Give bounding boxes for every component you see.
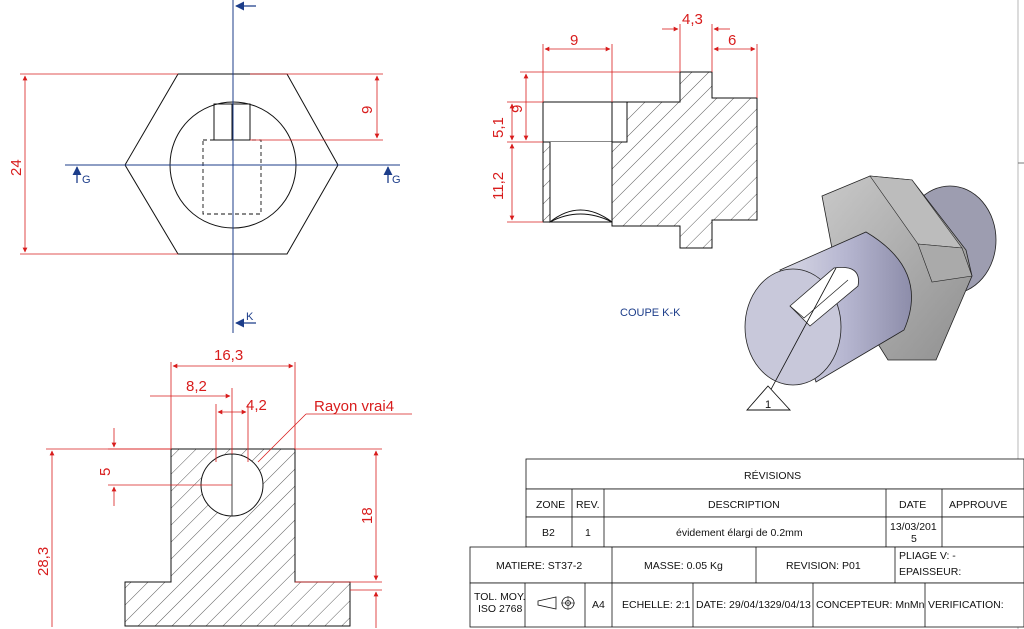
dim-8-2: 8,2 (186, 378, 207, 395)
iso-view: 1 (744, 175, 997, 411)
tb-verification: VERIFICATION: (928, 599, 1004, 611)
section-marker-k: K (246, 311, 254, 323)
tb-revision: REVISION: P01 (786, 560, 861, 572)
tb-format: A4 (592, 599, 605, 611)
rev-date-1: 13/03/201 (890, 521, 937, 533)
dim-9-top: 9 (359, 106, 376, 114)
rev-header-zone: ZONE (536, 499, 565, 511)
bottom-hatch-body (124, 448, 351, 627)
rev-description: évidement élargi de 0.2mm (676, 527, 803, 539)
dim-4-2: 4,2 (246, 397, 267, 414)
top-hidden-bore (202, 139, 262, 215)
section-view: 9 4,3 6 9 5,1 11,2 COUPE K-K (490, 11, 758, 319)
tb-concepteur: CONCEPTEUR: MnMn (816, 599, 925, 611)
section-caption: COUPE K-K (620, 307, 681, 319)
dim-9-section-v: 9 (509, 105, 526, 113)
section-hatch-body (611, 71, 758, 249)
note-rayon: Rayon vrai4 (314, 398, 394, 415)
dim-18: 18 (359, 507, 376, 524)
rev-header-rev: REV. (576, 499, 600, 511)
rev-header-approuve: APPROUVE (949, 499, 1007, 511)
tb-date: DATE: 29/04/1329/04/13 (696, 599, 811, 611)
dim-9-section: 9 (570, 32, 578, 49)
section-marker-g-left: G (82, 174, 91, 186)
rev-number: 1 (585, 527, 591, 539)
section-marker-g-right: G (392, 174, 401, 186)
title-block: MATIERE: ST37-2 MASSE: 0.05 Kg REVISION:… (469, 546, 1024, 628)
dim-6: 6 (728, 32, 736, 49)
dim-5-1: 5,1 (490, 117, 507, 138)
tb-matiere: MATIERE: ST37-2 (496, 560, 582, 572)
tb-echelle: ECHELLE: 2:1 (622, 599, 690, 611)
dim-16-3: 16,3 (214, 347, 243, 364)
hexagon-outline (124, 73, 339, 255)
revisions-title: RÉVISIONS (744, 469, 801, 482)
dim-4-3: 4,3 (682, 11, 703, 28)
tb-epaisseur: EPAISSEUR: (899, 566, 961, 578)
dim-11-2: 11,2 (490, 172, 507, 200)
dim-24: 24 (8, 159, 25, 176)
revisions-table: RÉVISIONS ZONE REV. DESCRIPTION DATE APP… (525, 458, 1024, 548)
rev-zone: B2 (542, 527, 555, 539)
projection-symbol-icon (537, 596, 575, 610)
rev-header-date: DATE (899, 499, 926, 511)
balloon-number: 1 (765, 399, 771, 411)
top-view: G G K 24 9 (8, 0, 401, 333)
section-hatch-wall (542, 141, 551, 223)
rev-header-description: DESCRIPTION (708, 499, 780, 511)
section-slot (542, 101, 628, 143)
tb-pliage: PLIAGE V: - (899, 550, 956, 562)
iso-slot (789, 267, 859, 327)
rev-date-2: 5 (911, 533, 917, 545)
tb-tol-2: ISO 2768 (478, 603, 523, 615)
dim-5: 5 (97, 468, 114, 476)
tb-masse: MASSE: 0.05 Kg (644, 560, 723, 572)
bottom-view: 16,3 8,2 4,2 Rayon vrai4 5 18 28,3 (35, 347, 412, 628)
dim-28-3: 28,3 (35, 547, 52, 576)
balloon-triangle (746, 385, 792, 411)
tb-tol-1: TOL. MOY. (474, 591, 526, 603)
